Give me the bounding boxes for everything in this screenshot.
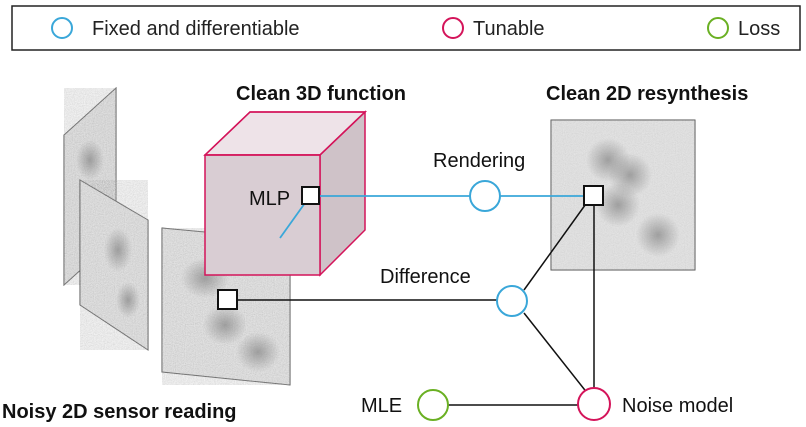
legend-fixed-circle-icon xyxy=(51,17,73,39)
mle-label: MLE xyxy=(361,395,402,417)
clean-3d-title: Clean 3D function xyxy=(236,83,406,105)
mle-node xyxy=(417,389,449,421)
link-difference-to-resynthesis xyxy=(523,200,589,291)
legend-tunable-label: Tunable xyxy=(473,18,545,40)
noisy-plane-middle xyxy=(79,179,149,351)
legend-loss-label: Loss xyxy=(738,18,780,40)
link-difference-to-noise-model xyxy=(523,312,589,395)
clean-2d-title: Clean 2D resynthesis xyxy=(546,83,748,105)
legend-tunable-circle-icon xyxy=(442,17,464,39)
noisy-sample-node xyxy=(217,289,238,310)
rendering-label: Rendering xyxy=(433,150,525,172)
clean-3d-cube xyxy=(203,110,367,277)
difference-label: Difference xyxy=(380,266,471,288)
noisy-2d-title: Noisy 2D sensor reading xyxy=(2,401,237,423)
legend-fixed-label: Fixed and differentiable xyxy=(92,18,300,40)
noise-model-label: Noise model xyxy=(622,395,733,417)
connections xyxy=(237,195,595,406)
clean-2d-plane xyxy=(550,119,696,271)
noise-model-node xyxy=(577,387,611,421)
legend: Fixed and differentiable Tunable Loss xyxy=(11,5,801,51)
difference-node xyxy=(496,285,528,317)
mlp-node xyxy=(301,186,320,205)
resynthesis-sample-node xyxy=(583,185,604,206)
link-mlp-to-noisy xyxy=(279,202,306,239)
rendering-node xyxy=(469,180,501,212)
legend-box xyxy=(11,5,801,51)
mlp-label: MLP xyxy=(249,188,290,210)
legend-loss-circle-icon xyxy=(707,17,729,39)
